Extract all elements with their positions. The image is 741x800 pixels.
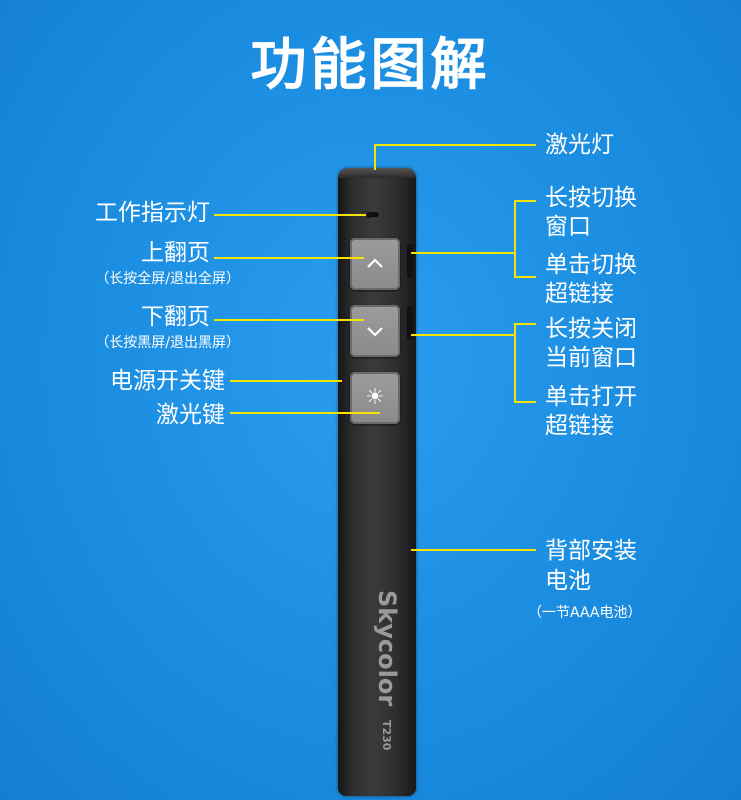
- side-button-upper[interactable]: [407, 244, 413, 278]
- bracket-upper-bottom: [514, 276, 536, 278]
- leader-page-down: [214, 319, 364, 321]
- label-hold-switch-1: 长按切换: [545, 185, 637, 211]
- chevron-down-icon: [367, 327, 383, 337]
- label-click-switch-1: 单击切换: [545, 252, 637, 278]
- label-hold-switch-2: 窗口: [545, 214, 591, 240]
- bracket-lower-top: [514, 323, 536, 325]
- indicator-led: [369, 211, 379, 217]
- label-hold-close-2: 当前窗口: [545, 345, 637, 371]
- bracket-lower: [514, 323, 516, 403]
- leader-laser-light-h: [374, 144, 536, 146]
- label-click-open-1: 单击打开: [545, 384, 637, 410]
- note-page-down: （长按黑屏/退出黑屏）: [95, 335, 240, 351]
- label-page-down: 下翻页: [141, 304, 210, 330]
- page-title: 功能图解: [250, 33, 491, 98]
- page-down-button[interactable]: [350, 305, 400, 357]
- leader-page-up: [214, 257, 364, 259]
- label-hold-close-1: 长按关闭: [545, 316, 637, 342]
- brand-logo: Skycolor: [373, 590, 401, 707]
- label-battery-1: 背部安装: [545, 538, 637, 564]
- label-indicator: 工作指示灯: [95, 200, 210, 226]
- laser-icon: ☀: [365, 385, 385, 410]
- model-number: T230: [380, 720, 393, 751]
- page-up-button[interactable]: [350, 238, 400, 290]
- leader-indicator: [214, 214, 369, 216]
- label-laser-key: 激光键: [156, 402, 225, 428]
- label-power: 电源开关键: [110, 368, 225, 394]
- label-page-up: 上翻页: [141, 240, 210, 266]
- note-page-up: （长按全屏/退出全屏）: [95, 271, 240, 287]
- bracket-lower-bottom: [514, 401, 536, 403]
- leader-upper-side: [411, 252, 515, 254]
- bracket-upper: [514, 200, 516, 278]
- leader-battery: [411, 549, 536, 551]
- leader-laser-key: [230, 412, 380, 414]
- laser-power-button[interactable]: ☀: [350, 372, 400, 424]
- leader-laser-light-v: [374, 144, 376, 170]
- leader-dot: [366, 212, 372, 218]
- note-battery: （一节AAA电池）: [528, 605, 642, 621]
- laser-emitter: [338, 168, 416, 178]
- label-click-switch-2: 超链接: [545, 281, 614, 307]
- bracket-upper-top: [514, 200, 536, 202]
- label-laser-light: 激光灯: [545, 132, 614, 158]
- side-button-lower[interactable]: [407, 306, 413, 340]
- label-battery-2: 电池: [545, 568, 591, 594]
- label-click-open-2: 超链接: [545, 413, 614, 439]
- leader-power: [230, 380, 342, 382]
- chevron-up-icon: [367, 258, 383, 268]
- leader-lower-side: [411, 334, 515, 336]
